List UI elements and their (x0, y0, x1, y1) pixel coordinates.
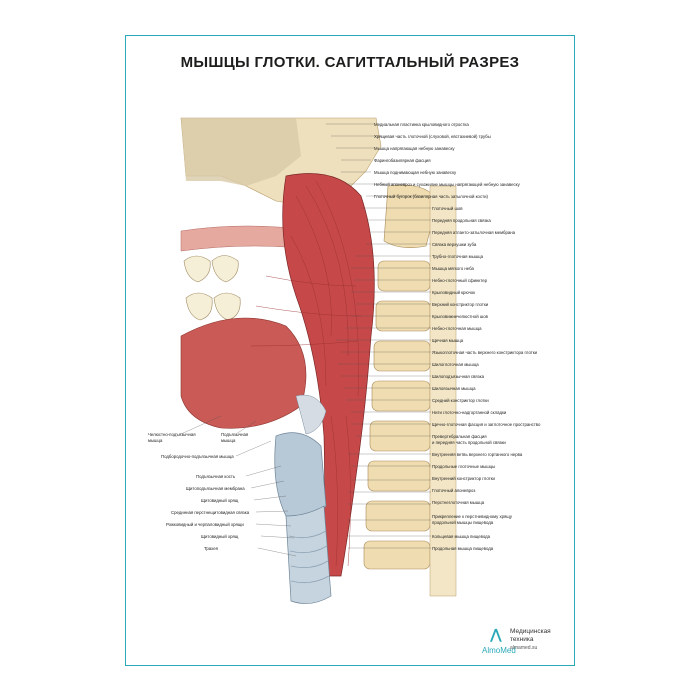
label-left-9: Рожковидный и черпаловидный хрящи (166, 522, 244, 527)
label-right-34: продольной мышцы пищевода (432, 520, 494, 525)
label-right-18: Щечная мышца (432, 338, 464, 343)
label-right-6: Глоточный бугорок (базилярная часть заты… (374, 194, 488, 199)
larynx-cartilage (274, 432, 327, 518)
epiglottis (295, 394, 327, 435)
label-right-36: Продольная мышца пищевода (432, 546, 494, 551)
label-right-3: Фарингобазилярная фасция (374, 158, 431, 163)
label-right-15: Верхний констриктор глотки (432, 302, 489, 307)
label-left-5: Подъязычная кость (196, 474, 236, 479)
spinal-canal (429, 185, 457, 597)
label-right-29: Продольные глоточные мышцы (432, 464, 496, 469)
label-left-0: Челюстно-подъязычная (148, 432, 196, 437)
anatomy-illustration (180, 117, 457, 604)
label-right-12: Мышца мягкого неба (432, 266, 474, 271)
label-left-2: Подъязычная (221, 432, 249, 437)
label-right-11: Трубно-глоточная мышца (432, 254, 483, 259)
label-left-3: мышца (221, 438, 236, 443)
label-right-14: Крыловидный крючок (432, 290, 476, 295)
trachea-rings (288, 530, 330, 584)
label-right-1: Хрящевая часть глоточной (слуховой, евст… (374, 134, 491, 139)
leader-lines-right (326, 123, 431, 549)
vertebral-column (363, 184, 439, 570)
logo-site: almamed.su (510, 645, 538, 651)
label-right-7: Глоточный шов (432, 206, 463, 211)
label-right-32: Перстнеглоточная мышца (432, 500, 485, 505)
label-right-24: Нити глоточно-надгортанной складки (432, 410, 507, 415)
label-right-19: Языкоглоточная часть верхнего констрикто… (432, 350, 538, 355)
label-right-27: и передняя часть продольной связки (432, 440, 506, 445)
poster-title: МЫШЦЫ ГЛОТКИ. САГИТТАЛЬНЫЙ РАЗРЕЗ (180, 54, 520, 71)
label-right-13: Небно-глоточный сфинктер (432, 278, 488, 283)
nasal-cavity (181, 118, 301, 186)
logo-line1: Медицинская (510, 628, 551, 635)
label-right-22: Шилоязычная мышца (432, 386, 476, 391)
label-right-28: Внутренняя ветвь верхнего гортанного нер… (432, 452, 523, 457)
poster-frame: МЫШЦЫ ГЛОТКИ. САГИТТАЛЬНЫЙ РАЗРЕЗ (125, 35, 575, 666)
logo-icon: ⋀ (490, 626, 502, 642)
label-right-30: Внутренний констриктор глотки (432, 476, 495, 481)
label-right-25: Щечно-глоточная фасция и заглоточное про… (432, 422, 541, 427)
label-right-35: Кольцевая мышца пищевода (432, 534, 491, 539)
label-right-4: Мышца поднимающая небную занавеску (374, 170, 457, 175)
label-right-20: Шилоглоточная мышца (432, 362, 479, 367)
label-right-21: Шилоподъязычная связка (432, 374, 484, 379)
label-right-10: Связка верхушки зуба (432, 242, 477, 247)
label-left-11: Трахея (204, 546, 218, 551)
leader-lines-left (180, 415, 297, 557)
teeth (183, 255, 241, 321)
pharyngeal-constrictors (282, 173, 375, 577)
label-right-2: Мышца напрягающая небную занавеску (374, 146, 455, 151)
label-right-16: Крыловижнечелюстной шов (432, 314, 488, 319)
brand-logo: ⋀ AlmoMed Медицинская техника almamed.su (480, 626, 570, 662)
muscle-fibres (250, 180, 362, 567)
label-left-1: мышца (148, 438, 163, 443)
label-right-23: Средний констриктор глотки (432, 398, 489, 403)
label-right-8: Передняя продольная связка (432, 218, 491, 223)
trachea (285, 505, 332, 604)
label-left-6: Щитоподъязычная мембрана (186, 486, 245, 491)
label-right-26: Превертебральная фасция (432, 434, 487, 439)
label-right-17: Небно-глоточная мышца (432, 326, 482, 331)
label-left-8: Срединная перстнещитовидная связка (171, 510, 250, 515)
logo-line2: техника (510, 636, 534, 643)
tongue-muscles (180, 317, 307, 429)
label-right-33: Прикрепление к перстневидному хрящу (432, 514, 513, 519)
label-right-5: Небный апоневроз и сухожилие мышцы напря… (374, 182, 520, 187)
logo-brand: AlmoMed (482, 646, 516, 655)
label-right-0: Медиальная пластинка крыловидного отрост… (374, 122, 469, 127)
label-left-7: Щитовидный хрящ (201, 498, 239, 503)
label-right-31: Глоточный апоневроз (432, 488, 476, 493)
label-right-9: Передняя атланто-затылочная мембрана (432, 230, 516, 235)
label-left-4: Подбородочно-подъязычная мышца (161, 454, 234, 459)
label-left-10: Щитовидный хрящ (201, 534, 239, 539)
